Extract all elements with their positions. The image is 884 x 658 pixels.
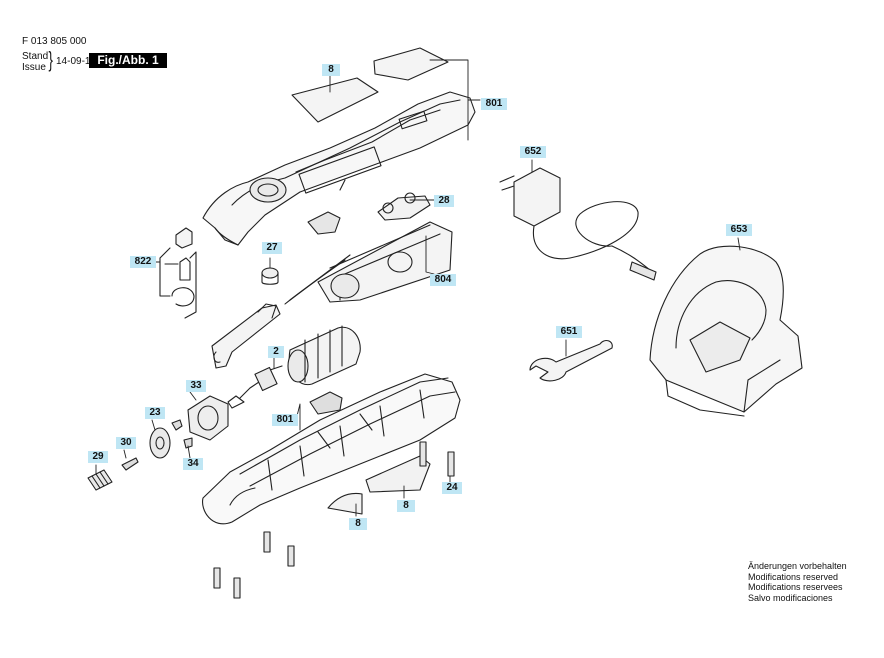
housing-lower-shell: [202, 373, 461, 525]
pin-part: [121, 457, 139, 471]
washer: [149, 427, 171, 459]
screws: [213, 441, 455, 599]
switch-bracket: [211, 303, 281, 369]
callout-28: 28: [434, 195, 454, 207]
callout-23: 23: [145, 407, 165, 419]
collet-nut: [87, 469, 113, 491]
grip-insert-right: [365, 455, 431, 493]
charging-stand: [649, 245, 803, 417]
grip-insert-left: [327, 492, 363, 515]
issue-date: 14-09-18: [56, 56, 97, 67]
callout-653: 653: [726, 224, 752, 236]
motor: [227, 325, 361, 409]
callout-822: 822: [130, 256, 156, 268]
callout-652: 652: [520, 146, 546, 158]
callout-8-left: 8: [349, 518, 367, 530]
leader-lines: [95, 59, 741, 517]
charger-adapter: [499, 167, 657, 281]
pad-piece: [307, 211, 341, 235]
note-line: Änderungen vorbehalten: [748, 561, 847, 571]
issue-label: Issue: [22, 62, 46, 73]
bearing-part: [261, 267, 279, 285]
grip-insert-top: [291, 47, 449, 123]
figure-label: Fig./Abb. 1: [89, 53, 167, 68]
callout-34: 34: [183, 458, 203, 470]
callout-801-bottom: 801: [272, 414, 298, 426]
callout-29: 29: [88, 451, 108, 463]
screw-small-a: [171, 419, 183, 431]
callout-8-top: 8: [322, 64, 340, 76]
screw-small-b: [183, 437, 193, 449]
callout-33: 33: [186, 380, 206, 392]
callout-804: 804: [430, 274, 456, 286]
callout-801-top: 801: [481, 98, 507, 110]
stand-label: Stand: [22, 51, 49, 62]
brace-mark: }: [48, 47, 53, 72]
callout-8-right: 8: [397, 500, 415, 512]
note-line: Modifications reservees: [748, 582, 843, 592]
note-line: Salvo modificaciones: [748, 592, 833, 603]
note-line: Modifications reserved: [748, 571, 839, 582]
callout-651: 651: [556, 326, 582, 338]
callout-27: 27: [262, 242, 282, 254]
switch-part: [377, 192, 431, 221]
callout-24: 24: [442, 482, 462, 494]
modification-notes: Änderungen vorbehalten Modifications res…: [748, 561, 847, 603]
pad-piece-lower: [309, 391, 343, 415]
clip-set: [159, 227, 197, 319]
collet-holder: [187, 395, 229, 441]
housing-upper-shell: [202, 91, 476, 246]
callout-2: 2: [268, 346, 284, 358]
callout-30: 30: [116, 437, 136, 449]
document-number: F 013 805 000: [22, 36, 87, 47]
battery-pack: [284, 221, 453, 305]
wrench: [529, 339, 613, 382]
